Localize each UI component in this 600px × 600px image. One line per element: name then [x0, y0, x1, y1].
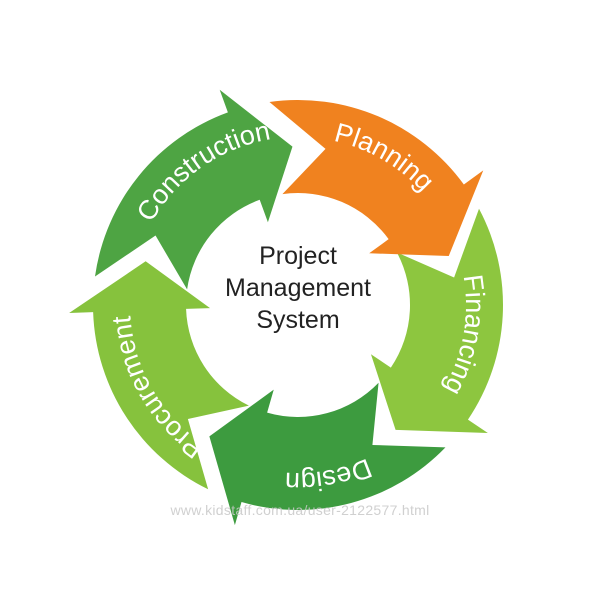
center-line-1: Project [259, 242, 337, 270]
watermark: www.kidstaff.com.ua/user-2122577.html [170, 502, 430, 518]
segment-financing [370, 208, 503, 434]
segment-procurement [69, 261, 249, 490]
segment-planning [269, 100, 484, 257]
center-title: Project Management System [218, 240, 378, 336]
segment-construction [94, 89, 293, 290]
center-line-3: System [256, 306, 340, 334]
segment-design [209, 382, 446, 526]
center-line-2: Management [225, 274, 371, 302]
